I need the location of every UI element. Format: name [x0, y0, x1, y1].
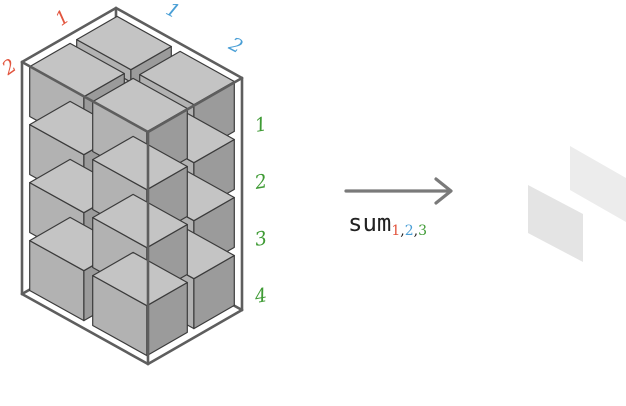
result-cube-faint-face — [528, 185, 583, 262]
frame-bottom-edge — [20, 292, 150, 366]
subscript-1: 1 — [391, 223, 400, 239]
cube-top-face — [92, 251, 188, 307]
axis3-label-1: 1 — [253, 113, 269, 137]
axis3-label-3: 3 — [253, 227, 269, 251]
frame-top-edge — [20, 6, 118, 64]
bounding-box-front-edges — [20, 6, 244, 366]
cube-top-face — [92, 135, 188, 191]
axis2-label-2: 2 — [224, 33, 246, 59]
axis2-label-1: 1 — [162, 0, 183, 23]
result-scalar — [528, 146, 626, 262]
tensor-cube — [92, 251, 188, 357]
subscript-3: 3 — [418, 223, 427, 239]
frame-top-edge — [114, 6, 244, 80]
tensor-cubes — [29, 15, 235, 357]
axis1-label-1: 1 — [51, 6, 74, 31]
input-tensor-2x2x4 — [20, 6, 244, 366]
frame-top-edge — [20, 60, 150, 134]
cube-top-face — [76, 15, 172, 71]
operation-name: sum — [348, 209, 391, 237]
frame-top-edge — [146, 76, 244, 134]
operation-label: sum1,2,3 — [348, 209, 427, 239]
subscript-sep-2: , — [414, 223, 418, 239]
axis3-label-2: 2 — [252, 170, 269, 194]
arrow-head — [434, 177, 453, 205]
result-cube-faint-face — [570, 146, 626, 222]
transform-arrow — [344, 177, 453, 205]
cube-top-face — [92, 193, 188, 249]
axis1-label-2: 2 — [0, 55, 21, 81]
subscript-2: 2 — [405, 223, 414, 239]
axis3-labels: 1 2 3 4 — [252, 113, 269, 308]
tensor-cube — [92, 193, 188, 299]
subscript-sep-1: , — [400, 223, 404, 239]
axis2-labels: 1 2 — [162, 0, 246, 58]
axis3-label-4: 4 — [252, 284, 269, 308]
frame-bottom-edge — [146, 308, 244, 366]
